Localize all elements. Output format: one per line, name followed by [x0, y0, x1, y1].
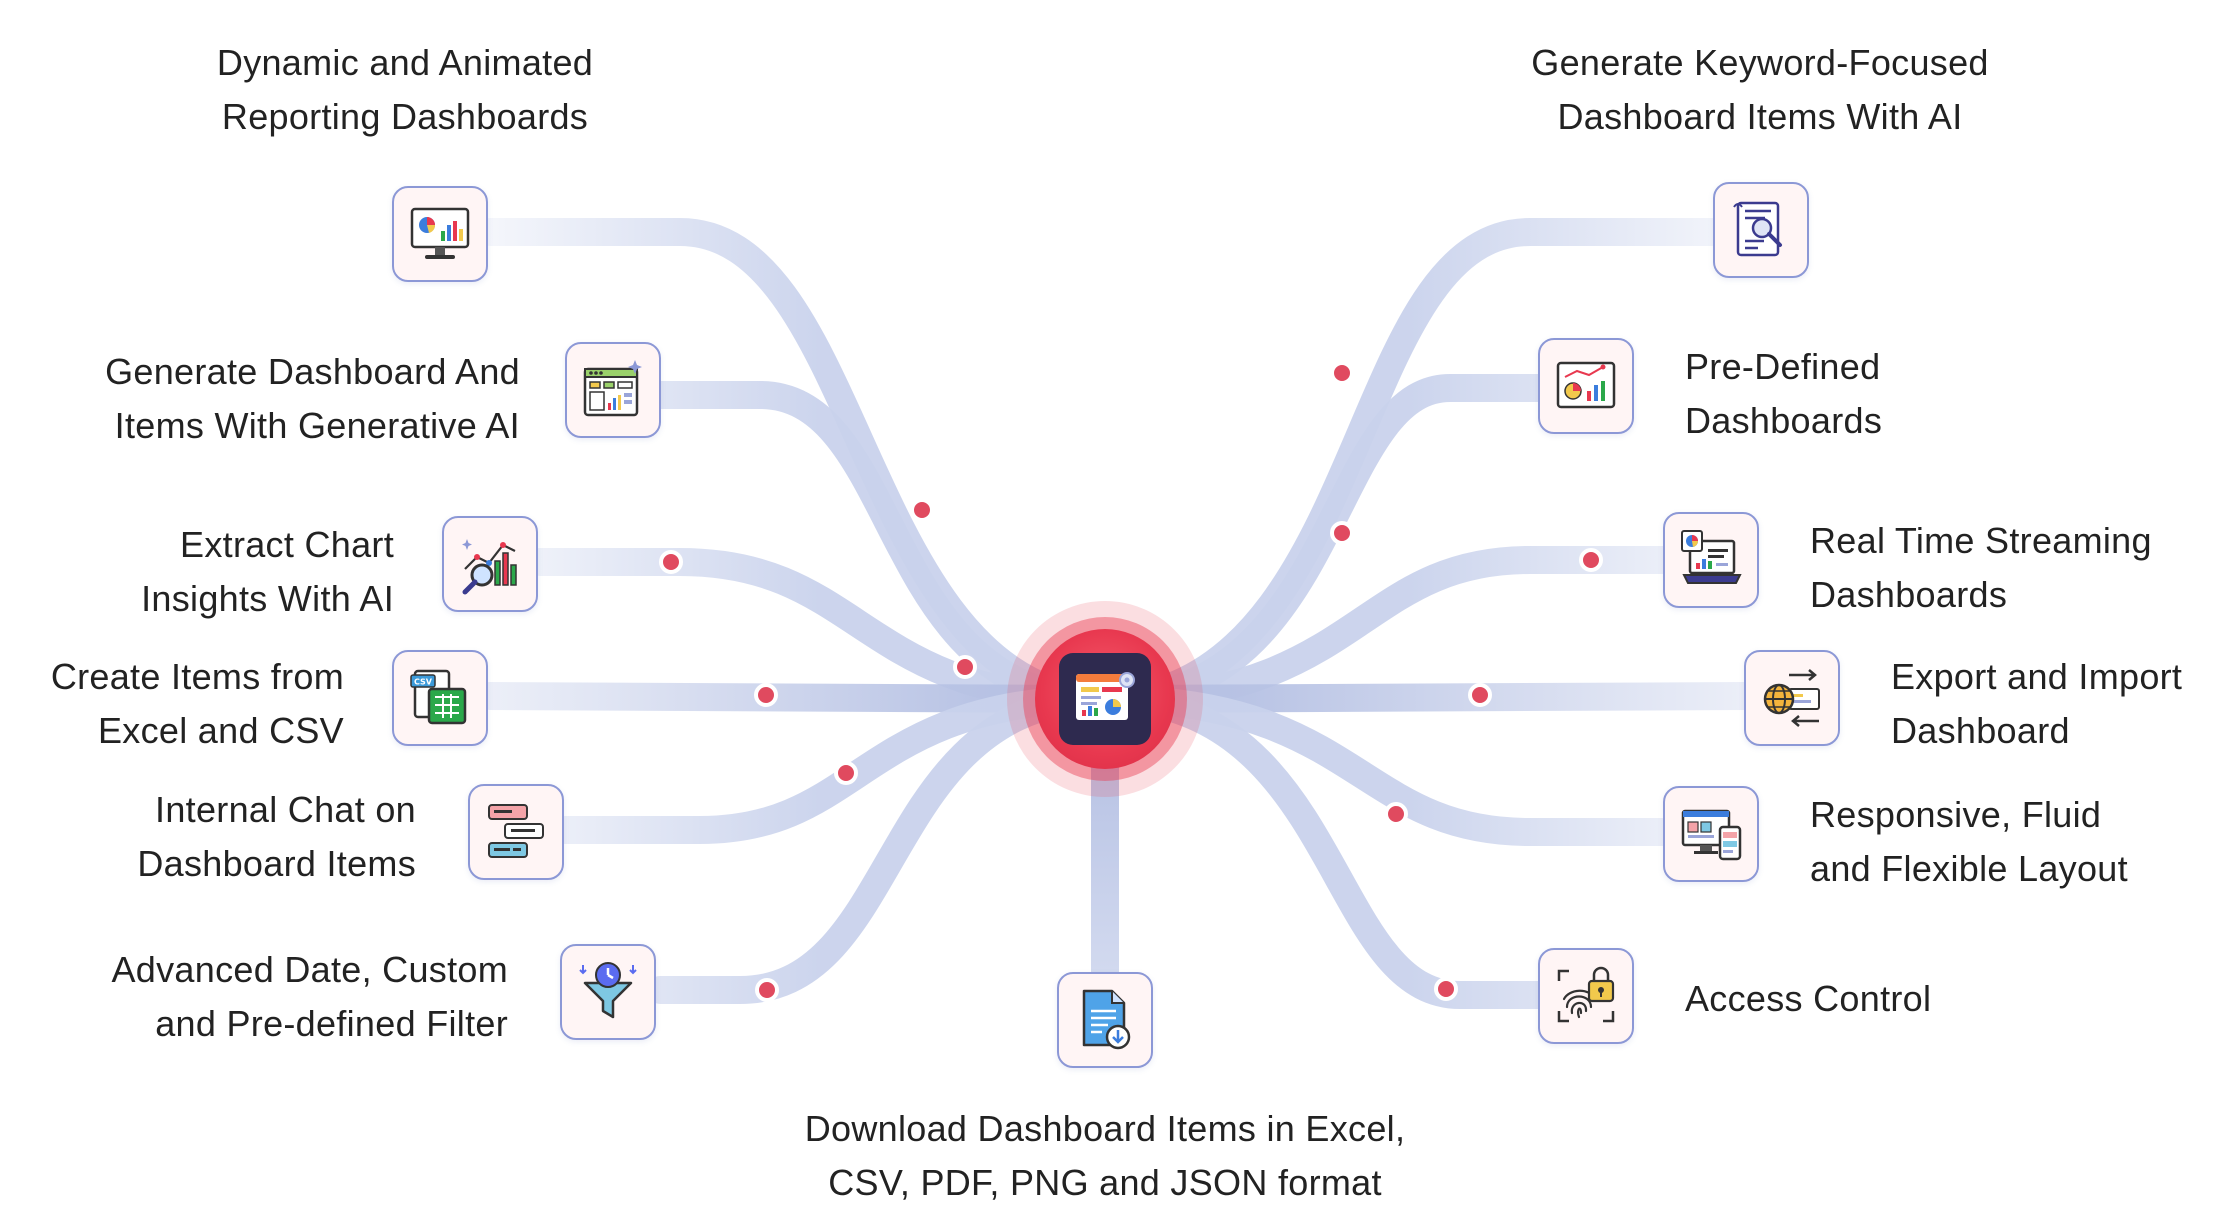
feature-access-control[interactable] — [1538, 948, 1634, 1044]
central-hub[interactable] — [1035, 629, 1175, 769]
feature-keyword-focused-ai[interactable] — [1713, 182, 1809, 278]
feature-export-import[interactable] — [1744, 650, 1840, 746]
label-dynamic-animated-dashboards: Dynamic and Animated Reporting Dashboard… — [216, 42, 594, 137]
chart-panel-icon — [1556, 361, 1616, 409]
connector-responsive — [1106, 685, 1679, 846]
dashboard-grid-icon — [583, 360, 642, 417]
clock-funnel-icon — [579, 962, 637, 1019]
feature-internal-chat[interactable] — [468, 784, 564, 880]
file-download-icon — [1082, 989, 1131, 1050]
connector-dot — [1384, 802, 1408, 826]
dashboard-hub-icon — [1059, 653, 1151, 745]
connector-real-time — [1106, 546, 1679, 713]
label-real-time-streaming: Real Time Streaming Dashboards — [1810, 520, 2152, 615]
label-export-import: Export and Import Dashboard — [1891, 656, 2183, 751]
connector-access-control — [1106, 685, 1554, 1009]
feature-generate-dashboard-ai[interactable] — [565, 342, 661, 438]
feature-responsive-layout[interactable] — [1663, 786, 1759, 882]
label-keyword-focused-ai: Generate Keyword-Focused Dashboard Items… — [1531, 42, 1989, 137]
connector-date-filter — [646, 685, 1104, 1004]
laptop-chart-icon — [1681, 530, 1742, 584]
feature-dynamic-animated-dashboards[interactable] — [392, 186, 488, 282]
svg-text:CSV: CSV — [414, 678, 433, 687]
connector-dot — [1579, 548, 1603, 572]
feature-download-formats[interactable] — [1057, 972, 1153, 1068]
fingerprint-lock-icon — [1557, 966, 1615, 1023]
connector-dot — [1434, 977, 1458, 1001]
connector-dot — [834, 761, 858, 785]
connector-dynamic-animated — [476, 218, 1104, 713]
chart-magnifier-icon — [462, 539, 517, 595]
feature-create-from-excel-csv[interactable]: CSV — [392, 650, 488, 746]
responsive-devices-icon — [1681, 809, 1742, 861]
connector-dot — [755, 978, 779, 1002]
document-search-icon — [1733, 201, 1782, 257]
globe-transfer-icon — [1763, 669, 1820, 727]
chat-bubbles-icon — [488, 804, 544, 858]
label-create-from-excel-csv: Create Items from Excel and CSV — [50, 656, 344, 751]
connector-dot — [754, 683, 778, 707]
connector-dot — [1330, 361, 1354, 385]
label-predefined-dashboards: Pre-Defined Dashboards — [1685, 346, 1883, 441]
connector-dot — [953, 655, 977, 679]
connector-dot — [1468, 683, 1492, 707]
feature-predefined-dashboards[interactable] — [1538, 338, 1634, 434]
label-internal-chat: Internal Chat on Dashboard Items — [137, 789, 416, 884]
label-access-control: Access Control — [1685, 978, 1932, 1019]
label-generate-dashboard-ai: Generate Dashboard And Items With Genera… — [105, 351, 520, 446]
label-responsive-layout: Responsive, Fluid and Flexible Layout — [1810, 794, 2128, 889]
connector-dot — [910, 498, 934, 522]
feature-extract-chart-insights[interactable] — [442, 516, 538, 612]
feature-advanced-date-filter[interactable] — [560, 944, 656, 1040]
monitor-chart-icon — [410, 207, 470, 259]
label-advanced-date-filter: Advanced Date, Custom and Pre-defined Fi… — [111, 949, 508, 1044]
connector-dot — [1330, 521, 1354, 545]
feature-real-time-streaming[interactable] — [1663, 512, 1759, 608]
connector-dot — [659, 550, 683, 574]
label-download-formats: Download Dashboard Items in Excel, CSV, … — [804, 1108, 1406, 1203]
connector-extract-insights — [526, 548, 1104, 713]
csv-spreadsheet-icon: CSV — [410, 669, 467, 725]
label-extract-chart-insights: Extract Chart Insights With AI — [141, 524, 394, 619]
connector-keyword-ai — [1106, 218, 1729, 713]
